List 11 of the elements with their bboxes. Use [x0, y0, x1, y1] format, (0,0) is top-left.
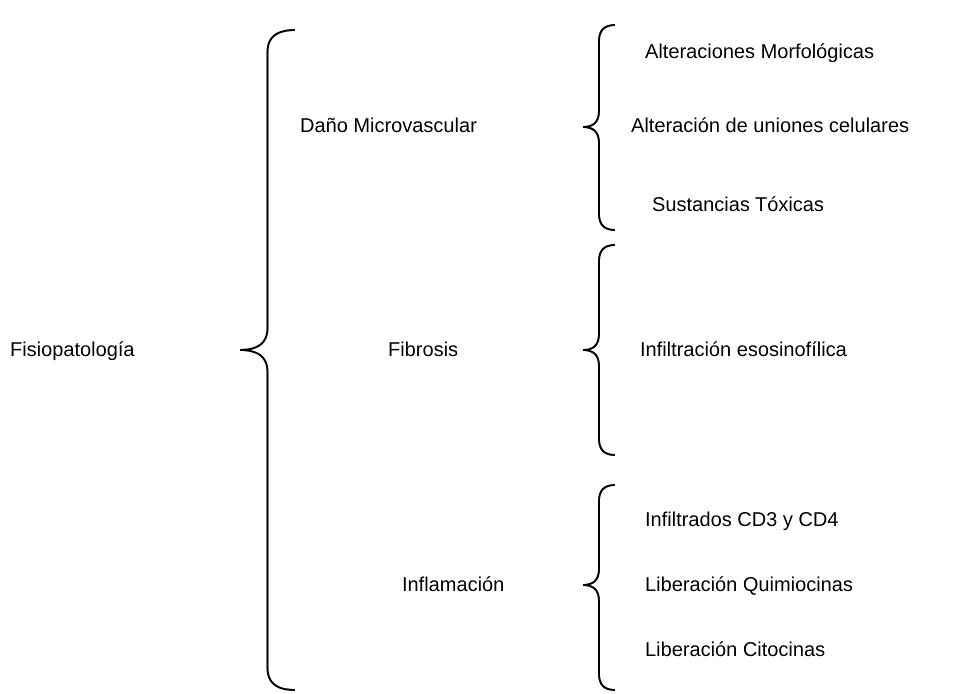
text-label: Fisiopatología: [10, 338, 135, 363]
text-label: Alteraciones Morfológicas: [645, 40, 874, 65]
text-label: Daño Microvascular: [300, 114, 477, 139]
text-label: Fibrosis: [388, 338, 458, 363]
text-label: Sustancias Tóxicas: [652, 193, 824, 218]
text-label: Liberación Citocinas: [645, 638, 826, 663]
text-label: Infiltración esosinofílica: [640, 338, 847, 363]
text-label: Liberación Quimiocinas: [645, 573, 853, 598]
text-label: Inflamación: [402, 573, 504, 598]
text-label: Alteración de uniones celulares: [630, 114, 910, 139]
text-label: Infiltrados CD3 y CD4: [645, 508, 838, 533]
